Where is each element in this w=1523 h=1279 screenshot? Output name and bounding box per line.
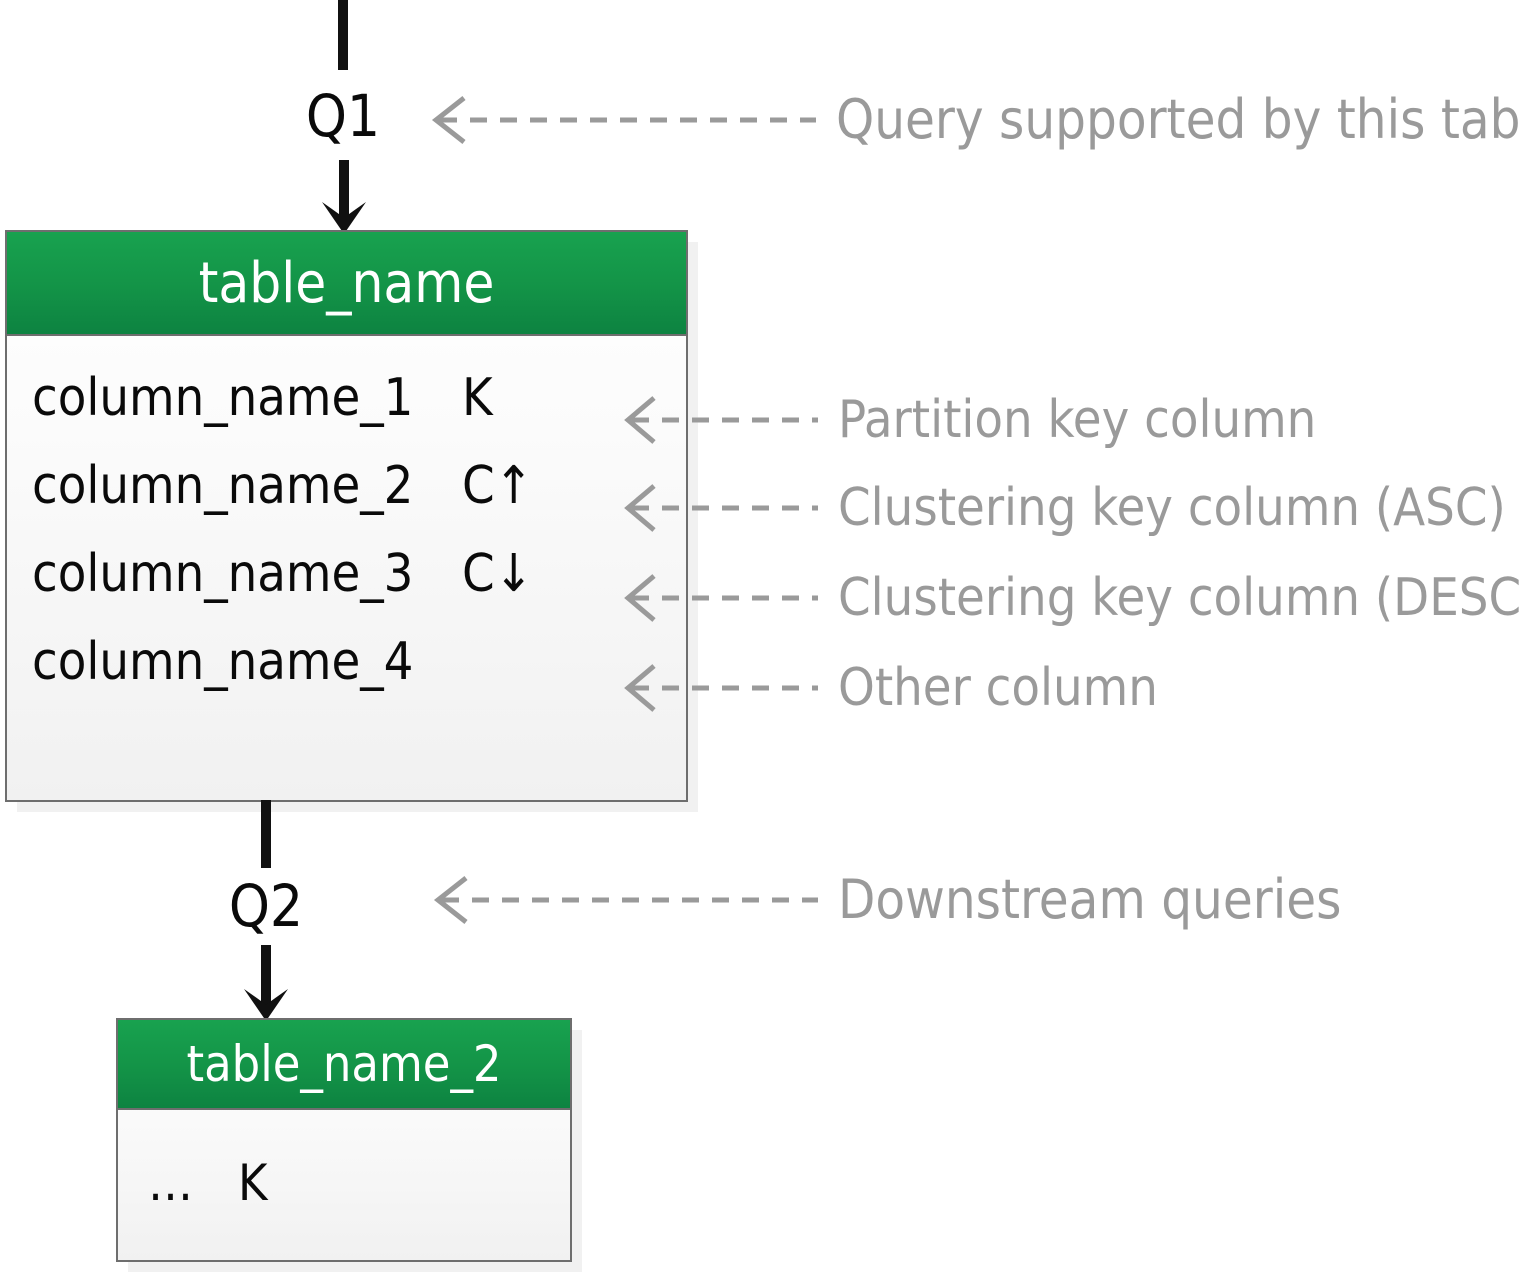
table-title-table_name_2: table_name_2 (118, 1020, 570, 1110)
annotation-query-supported-label: Query supported by this table (836, 88, 1523, 151)
table-card-table_name[interactable]: table_name column_name_1 K column_name_2… (5, 230, 688, 802)
column-key-marker: K (462, 368, 493, 428)
column-name: column_name_1 (32, 368, 414, 428)
column-key-marker: C↑ (462, 456, 533, 516)
annotation-other-column: Other column (622, 660, 1158, 716)
table-row[interactable]: column_name_3 C↓ (7, 544, 686, 604)
table-columns-table_name_2: … K (118, 1110, 570, 1260)
table-columns-table_name: column_name_1 K column_name_2 C↑ column_… (7, 336, 686, 802)
column-name: … (148, 1154, 193, 1212)
column-name: column_name_4 (32, 632, 414, 692)
table-row[interactable]: column_name_4 (7, 632, 686, 692)
annotation-clustering-desc-label: Clustering key column (DESC) (838, 568, 1523, 628)
q1-label: Q1 (305, 82, 381, 150)
annotation-clustering-asc-label: Clustering key column (ASC) (838, 478, 1506, 538)
annotation-clustering-desc: Clustering key column (DESC) (622, 570, 1523, 626)
table-row[interactable]: … K (118, 1154, 570, 1212)
column-key-marker: K (238, 1154, 268, 1212)
q2-label: Q2 (228, 872, 304, 940)
table-row[interactable]: column_name_2 C↑ (7, 456, 686, 516)
annotation-other-column-label: Other column (838, 658, 1158, 718)
dashed-arrow-left-icon (433, 876, 818, 924)
table-row[interactable]: column_name_1 K (7, 368, 686, 428)
dashed-arrow-left-icon (431, 96, 816, 144)
q2-upper-stem (261, 800, 271, 868)
annotation-downstream-queries: Downstream queries (430, 872, 1341, 928)
annotation-downstream-queries-label: Downstream queries (838, 868, 1342, 931)
annotation-query-supported: Query supported by this table (428, 92, 1523, 148)
column-name: column_name_2 (32, 456, 414, 516)
table-card-table_name_2[interactable]: table_name_2 … K (116, 1018, 572, 1262)
annotation-clustering-asc: Clustering key column (ASC) (622, 480, 1506, 536)
column-key-marker: C↓ (462, 544, 533, 604)
annotation-partition-key: Partition key column (622, 392, 1316, 448)
q1-upper-stem (338, 0, 348, 70)
annotation-partition-key-label: Partition key column (838, 390, 1317, 450)
column-name: column_name_3 (32, 544, 414, 604)
table-title-table_name: table_name (7, 232, 686, 336)
